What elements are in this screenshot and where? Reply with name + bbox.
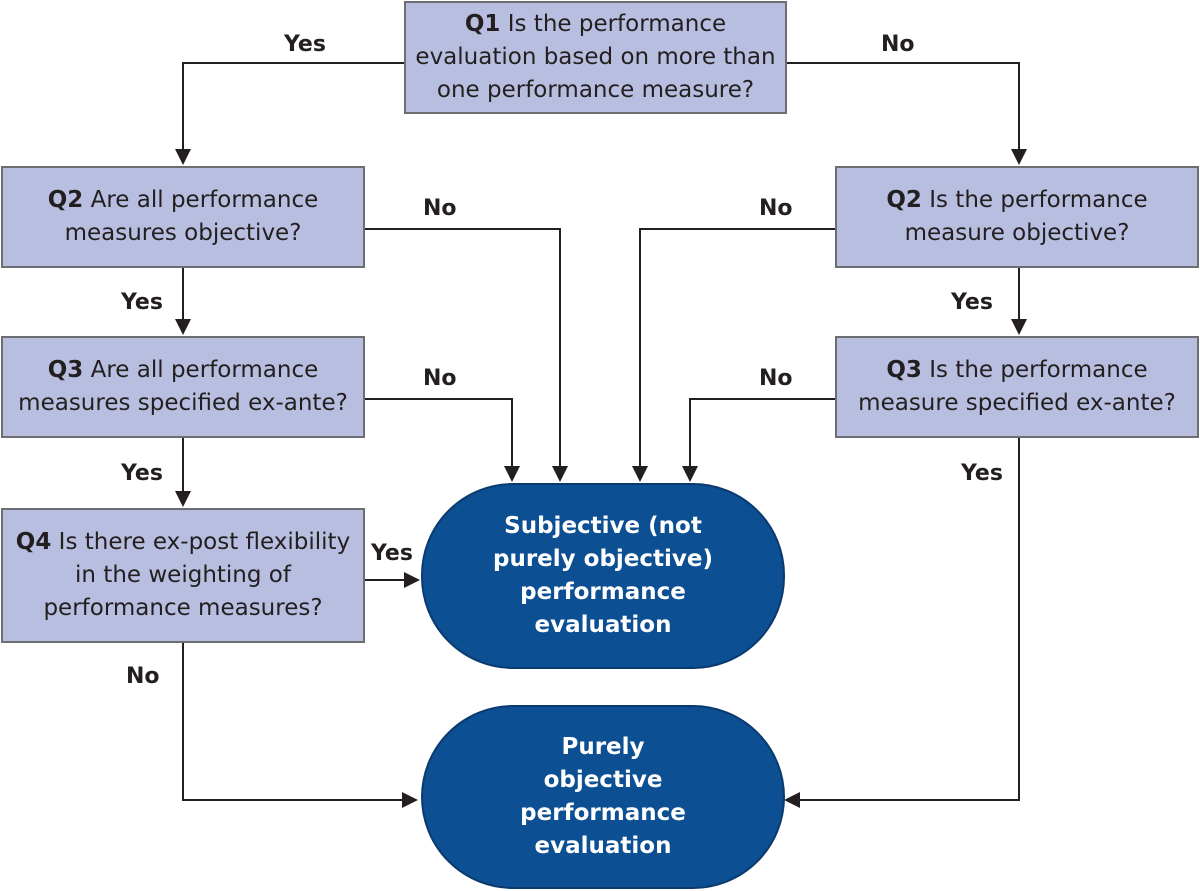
q2-right-text: Is the performance measure objective? <box>904 187 1148 246</box>
q2-left-no-connector <box>365 228 568 482</box>
q2-right-id: Q2 <box>886 187 922 213</box>
q2-left-text: Are all performance measures objective? <box>64 187 319 246</box>
q1-no-connector <box>787 62 1027 165</box>
q2-right-no-label: No <box>759 196 793 221</box>
q2-left-id: Q2 <box>47 187 84 213</box>
q3-left-no-label: No <box>423 366 457 391</box>
q3-left-box: Q3 Are all performance measures specifie… <box>1 336 365 438</box>
outcome-subjective-text: Subjective (not purely objective) perfor… <box>492 513 714 638</box>
q4-left-id: Q4 <box>15 529 52 555</box>
q2-right-box: Q2 Is the performance measure objective? <box>835 166 1199 268</box>
q2-right-no-connector <box>632 228 835 482</box>
q3-left-yes-label: Yes <box>121 461 163 486</box>
q3-right-yes-label: Yes <box>961 461 1003 486</box>
q4-left-box: Q4 Is there ex-post flexibility in the w… <box>1 508 365 643</box>
q3-left-text: Are all performance measures specified e… <box>18 357 348 416</box>
q4-yes-label: Yes <box>371 541 413 566</box>
q4-no-connector <box>182 643 418 808</box>
q1-no-label: No <box>881 32 915 57</box>
q3-right-id: Q3 <box>886 357 922 383</box>
q3-left-no-connector <box>365 398 520 482</box>
q2-left-no-label: No <box>423 196 457 221</box>
q1-text: Is the performance evaluation based on m… <box>415 11 776 103</box>
outcome-purely-objective: Purely objective performance evaluation <box>421 705 785 889</box>
outcome-purely-objective-text: Purely objective performance evaluation <box>520 734 686 859</box>
q4-no-label: No <box>126 664 160 689</box>
q1-yes-label: Yes <box>284 32 326 57</box>
q3-left-id: Q3 <box>47 357 84 383</box>
q3-right-no-connector <box>682 398 835 482</box>
q3-right-box: Q3 Is the performance measure specified … <box>835 336 1199 438</box>
q2-left-yes-label: Yes <box>121 290 163 315</box>
q2-left-box: Q2 Are all performance measures objectiv… <box>1 166 365 268</box>
q3-right-yes-connector <box>784 438 1020 808</box>
outcome-subjective: Subjective (not purely objective) perfor… <box>421 483 785 669</box>
q3-right-text: Is the performance measure specified ex-… <box>858 357 1176 416</box>
q4-left-text: Is there ex-post flexibility in the weig… <box>43 529 351 621</box>
q1-id: Q1 <box>464 11 501 37</box>
q3-right-no-label: No <box>759 366 793 391</box>
q1-yes-connector <box>175 62 404 165</box>
q2-right-yes-label: Yes <box>951 290 993 315</box>
q1-box: Q1 Is the performance evaluation based o… <box>404 1 787 114</box>
